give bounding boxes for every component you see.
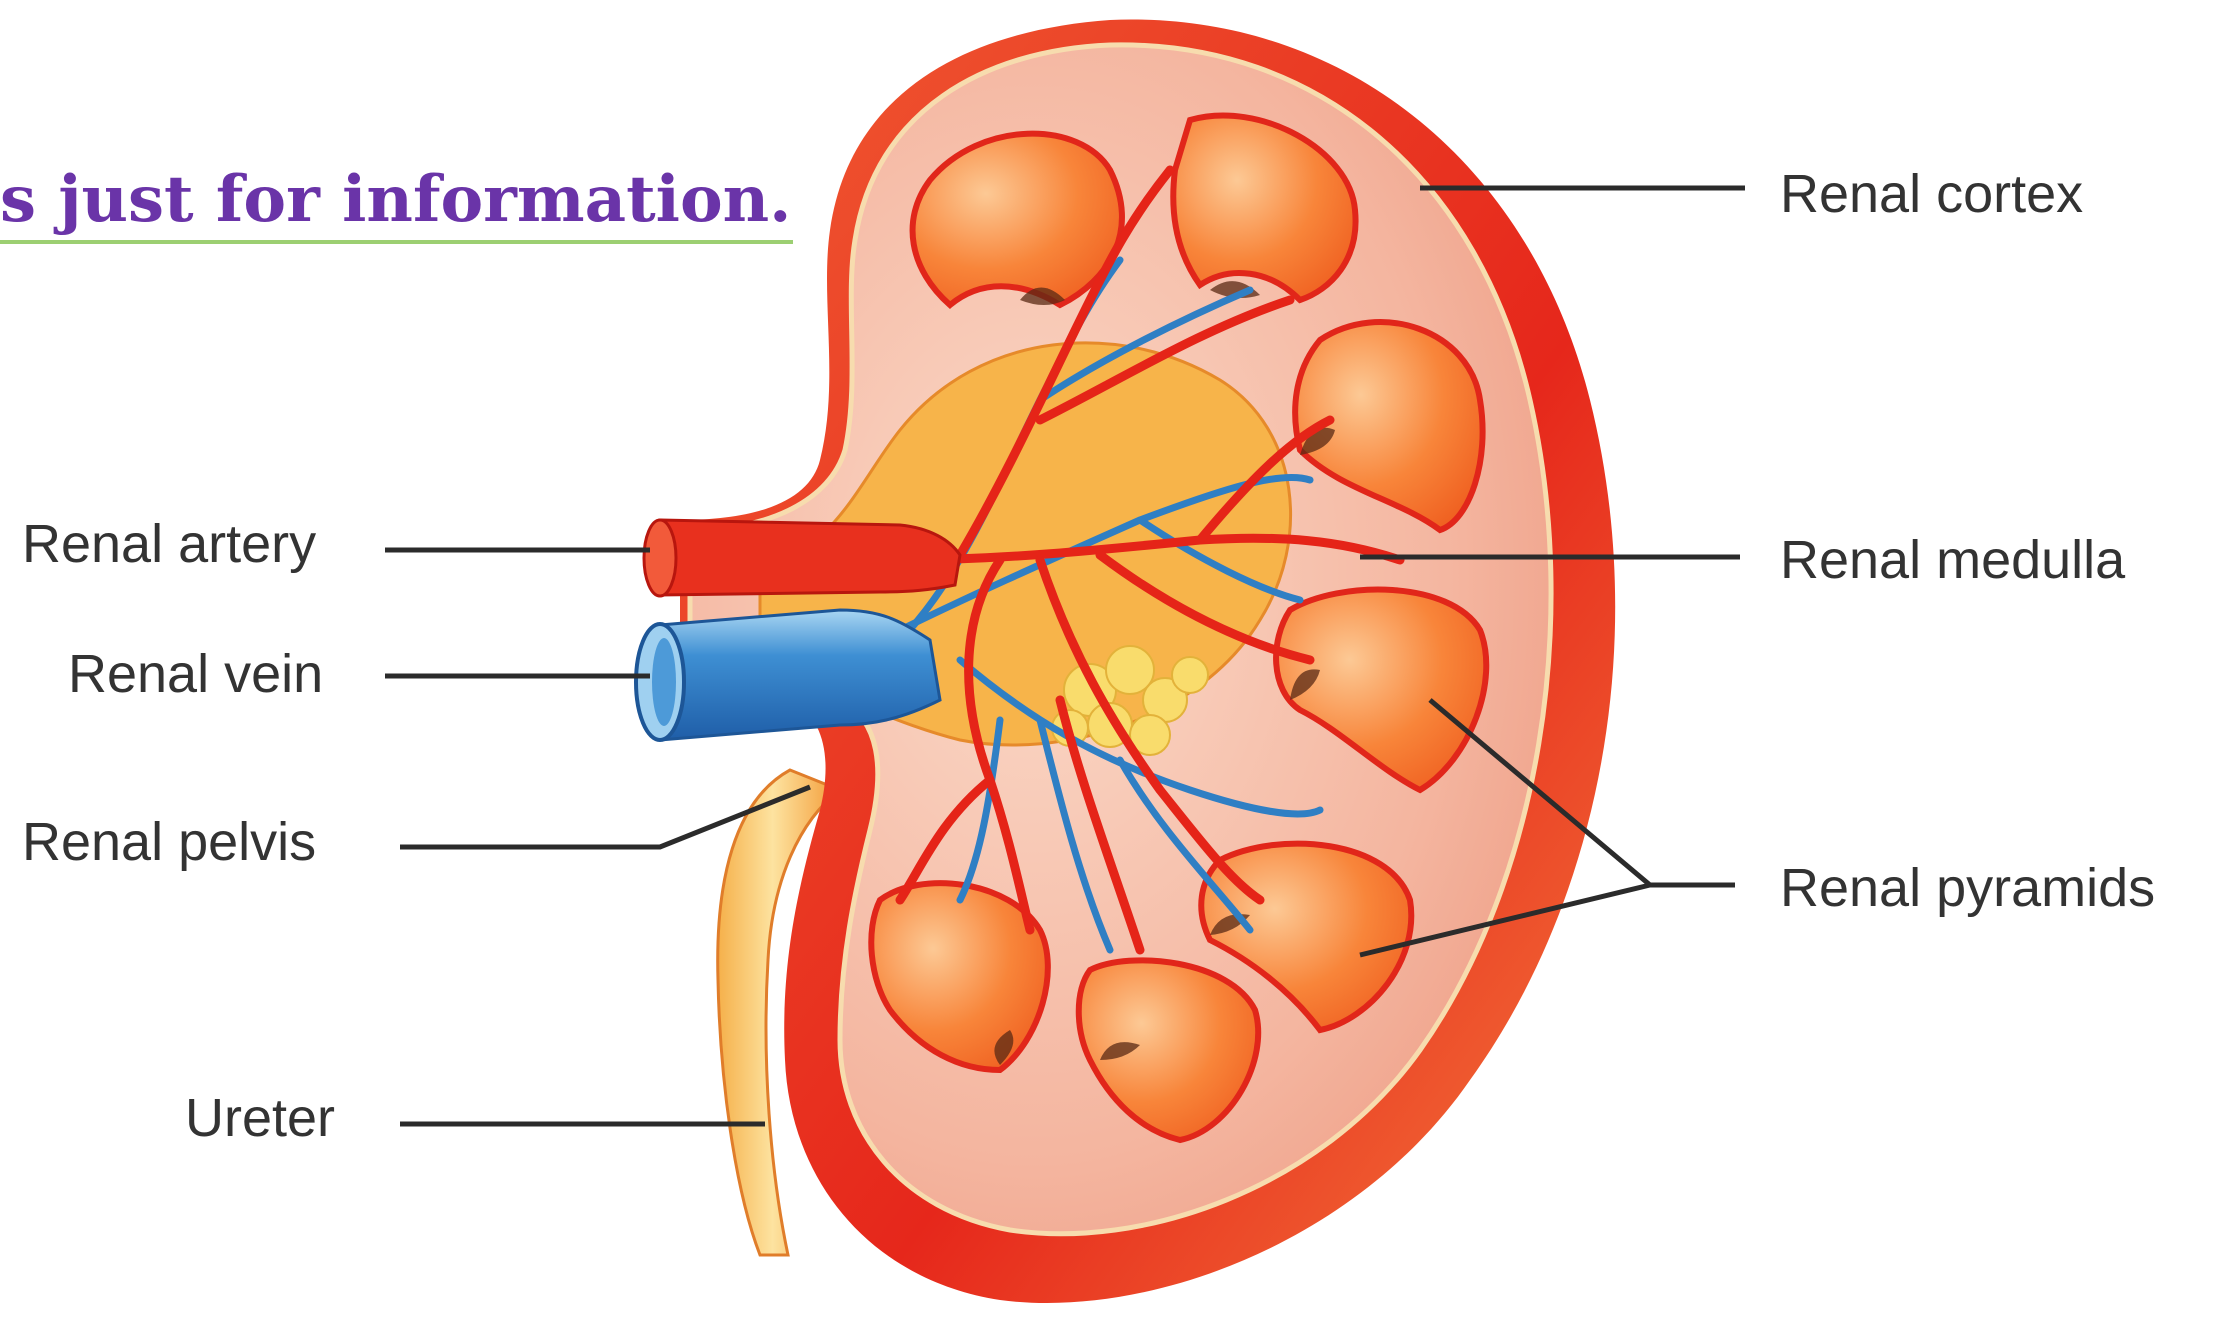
label-renal-pelvis: Renal pelvis	[22, 810, 316, 874]
label-renal-pyramids: Renal pyramids	[1780, 856, 2155, 920]
renal-artery-trunk	[660, 520, 960, 595]
renal-artery-opening	[644, 520, 676, 596]
label-renal-cortex: Renal cortex	[1780, 162, 2083, 226]
information-banner: s just for information.	[0, 160, 793, 244]
label-ureter: Ureter	[185, 1086, 335, 1150]
label-renal-artery: Renal artery	[22, 512, 316, 576]
label-renal-vein: Renal vein	[68, 642, 323, 706]
label-renal-medulla: Renal medulla	[1780, 528, 2125, 592]
